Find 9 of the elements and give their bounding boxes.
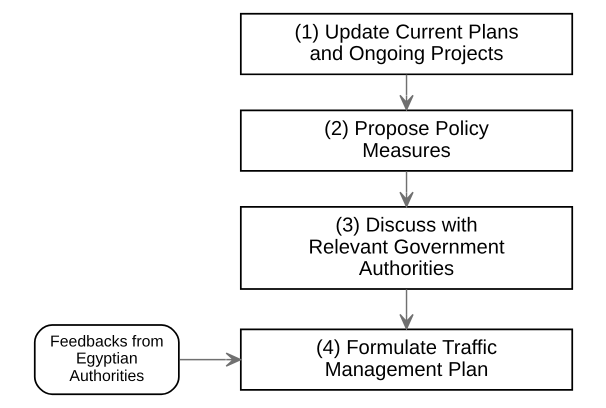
- arrow: [398, 171, 414, 208]
- node-box: (2) Propose Policy Measures: [239, 109, 573, 172]
- arrow: [178, 352, 241, 367]
- arrow: [398, 289, 414, 330]
- node-box: Feedbacks from Egyptian Authorities: [33, 324, 180, 396]
- node-box: (4) Formulate Traffic Management Plan: [239, 328, 573, 391]
- node-box: (1) Update Current Plans and Ongoing Projects: [239, 12, 573, 76]
- node-box: (3) Discuss with Relevant Government Authorities: [239, 206, 573, 290]
- arrow: [398, 74, 414, 110]
